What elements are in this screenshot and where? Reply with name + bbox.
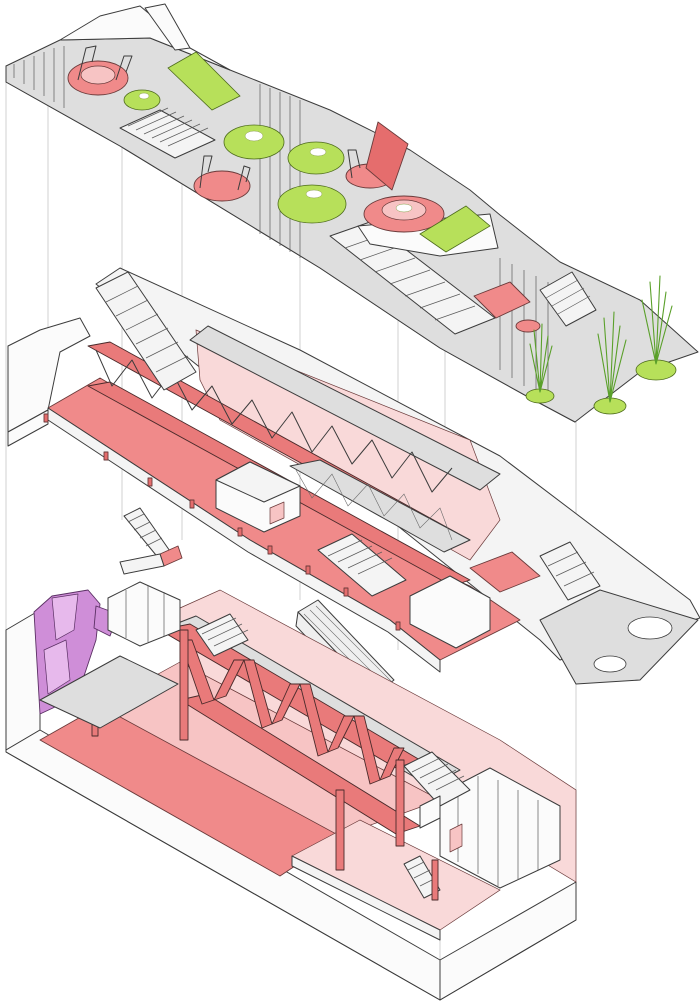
roof-grass-strip-1 bbox=[167, 51, 241, 111]
mezz-balcony bbox=[189, 325, 501, 491]
grass-mound-3-cap bbox=[309, 147, 327, 157]
grass-mound-3 bbox=[287, 141, 345, 175]
roof-planter-stair bbox=[539, 271, 597, 327]
hall-column-1 bbox=[179, 629, 189, 741]
hall-truss-web bbox=[179, 639, 405, 785]
hall-toilet-door bbox=[449, 823, 463, 853]
mezz-stair-upper-treads bbox=[105, 285, 189, 373]
hall-back-rooms bbox=[107, 581, 181, 647]
mezz-right-plaza bbox=[539, 589, 699, 685]
roof-plaza-layer bbox=[5, 3, 699, 423]
grass-mound-2 bbox=[223, 124, 285, 160]
grass-mound-1 bbox=[123, 89, 161, 111]
mezz-skylight-1 bbox=[627, 616, 673, 640]
floating-stair bbox=[119, 507, 183, 575]
mezz-column-stubs bbox=[43, 413, 401, 631]
hall-stair-upper bbox=[195, 613, 249, 657]
mezz-stair-lower-treads bbox=[327, 539, 393, 575]
hall-toilet-block bbox=[439, 767, 561, 889]
hall-stair-small-stringer bbox=[431, 859, 439, 901]
mezzanine-layer bbox=[7, 267, 700, 685]
mezz-stair-lower bbox=[317, 533, 407, 597]
hall-stair-right-treads bbox=[411, 757, 465, 791]
mezz-right-pink-pad bbox=[469, 551, 541, 593]
mezz-stair-upper bbox=[95, 271, 197, 391]
mezz-right-stair-treads bbox=[547, 551, 595, 587]
roof-grass-strip-2 bbox=[419, 205, 491, 253]
mezz-truss-grey-panel bbox=[289, 459, 471, 553]
roof-stair-lower bbox=[329, 221, 496, 335]
pink-fin-sculpture bbox=[365, 121, 409, 191]
grass-mound-1-cap bbox=[138, 92, 150, 100]
roof-planter-stair-treads bbox=[545, 279, 591, 315]
hall-stair-upper-treads bbox=[201, 617, 249, 647]
hall-column-2 bbox=[335, 789, 345, 871]
climbing-wall-facet-1 bbox=[51, 593, 79, 641]
roof-pink-landing bbox=[473, 281, 531, 319]
mezz-left-block-front bbox=[7, 409, 49, 447]
pink-small-pad bbox=[515, 319, 541, 333]
mezz-right-stair bbox=[539, 541, 601, 601]
mezz-skylight-2 bbox=[593, 655, 627, 673]
hall-column-3 bbox=[395, 759, 405, 847]
mezz-service-room-door bbox=[269, 501, 285, 525]
mezz-service-room-top bbox=[215, 461, 301, 503]
seating-frame-2 bbox=[199, 155, 251, 191]
reed-cluster-1 bbox=[529, 323, 553, 393]
seating-frame-1 bbox=[77, 45, 133, 81]
pink-seating-ring-2 bbox=[193, 170, 251, 202]
pink-seating-ring-1-inner bbox=[80, 65, 116, 85]
roof-stair-upper bbox=[119, 109, 216, 159]
reed-cluster-2 bbox=[597, 311, 627, 403]
hall-reception-desk bbox=[419, 795, 441, 829]
reed-cluster-3 bbox=[641, 275, 673, 365]
pink-podium-cap bbox=[395, 203, 413, 213]
grass-mound-2-cap bbox=[244, 130, 264, 142]
mezz-floor-edge bbox=[47, 407, 441, 673]
hall-base-outline bbox=[5, 751, 577, 1001]
hall-back-room-partitions bbox=[125, 586, 165, 642]
hall-stair-right bbox=[403, 751, 471, 807]
hall-toilet-partitions bbox=[457, 776, 539, 886]
mezz-truss-diagonals bbox=[95, 349, 453, 493]
mezz-truss-grey-web bbox=[295, 469, 453, 541]
roof-stair-upper-treads bbox=[127, 107, 209, 147]
hall-stair-small bbox=[403, 855, 441, 899]
mezz-right-rooms bbox=[409, 575, 491, 649]
roof-upper-block bbox=[144, 3, 191, 51]
climbing-wall-facet-2 bbox=[43, 639, 71, 695]
ground-hall-layer bbox=[5, 581, 577, 1001]
grass-mound-4-cap bbox=[305, 189, 323, 199]
grass-mound-4 bbox=[277, 184, 347, 224]
hall-left-gallery bbox=[39, 655, 179, 729]
hall-lower-platform-edge bbox=[291, 855, 441, 941]
